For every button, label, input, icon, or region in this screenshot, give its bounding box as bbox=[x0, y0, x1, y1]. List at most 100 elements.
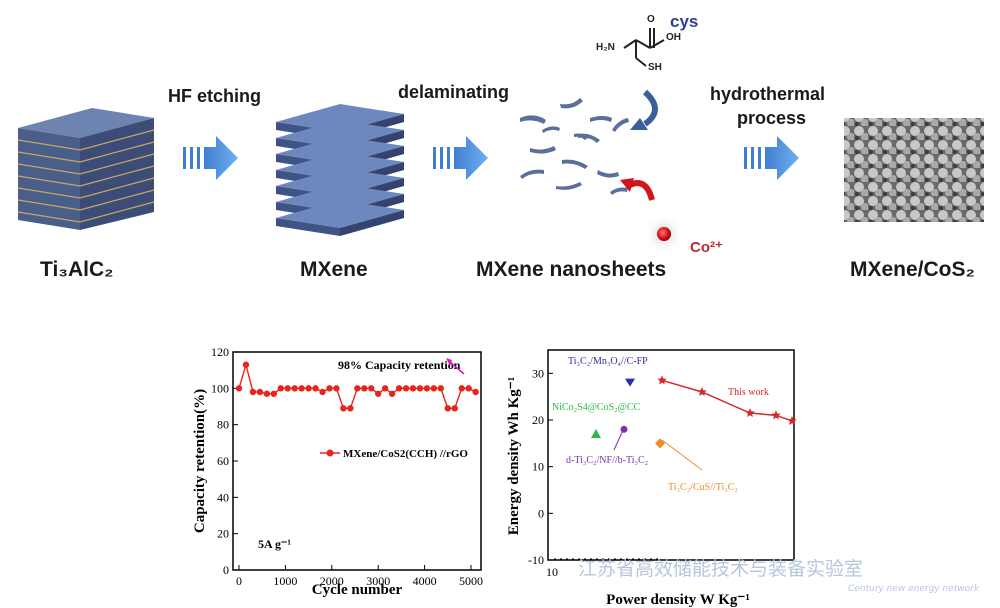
chart1-data-point bbox=[242, 361, 250, 368]
ragone-star-point bbox=[787, 415, 797, 425]
chart1-data-point bbox=[465, 385, 472, 392]
chart1-ylabel: Capacity retention(%) bbox=[192, 389, 208, 533]
ragone-circle-point bbox=[620, 425, 628, 433]
co-arrowhead bbox=[620, 178, 634, 192]
ragone-leader-cus bbox=[661, 439, 703, 471]
cys-arrowhead bbox=[630, 118, 648, 130]
mxene-layers bbox=[276, 104, 404, 236]
arrow-hydrothermal bbox=[744, 136, 799, 180]
chart2-ytick-label: 0 bbox=[538, 506, 544, 520]
step-hydrothermal: hydrothermal bbox=[710, 84, 826, 104]
chart1-data-point bbox=[395, 385, 403, 392]
molecule-nh2: H₂N bbox=[596, 42, 615, 53]
chart1-xtick-label: 4000 bbox=[413, 574, 437, 588]
chart1-data-point bbox=[284, 385, 291, 392]
chart2-ylabel: Energy density Wh Kg⁻¹ bbox=[506, 377, 522, 535]
label-mxene: MXene bbox=[300, 258, 368, 281]
chart1-annotation-arrowhead bbox=[446, 358, 452, 366]
chart1-data-point bbox=[361, 385, 368, 392]
chart1-data-point bbox=[451, 405, 458, 412]
chart1-data-point bbox=[423, 385, 431, 392]
chart1-data-point bbox=[354, 385, 361, 392]
label-nanosheets: MXene nanosheets bbox=[476, 258, 667, 281]
chart2-xtick-label: 10 bbox=[546, 565, 558, 579]
chart1-data-point bbox=[235, 385, 243, 392]
chart1-ytick-label: 100 bbox=[211, 381, 229, 395]
sem-image bbox=[844, 118, 984, 222]
chart1-data-point bbox=[472, 388, 479, 396]
ragone-star-point bbox=[745, 408, 755, 417]
ragone-star-point bbox=[697, 387, 707, 396]
chart1-data-point bbox=[458, 385, 465, 392]
chart1-ytick-label: 60 bbox=[217, 454, 229, 468]
molecule-sh: SH bbox=[648, 62, 662, 73]
chart1-annotation-arrow bbox=[449, 361, 465, 375]
chart1-xtick-label: 3000 bbox=[366, 574, 390, 588]
molecule-oh: OH bbox=[666, 32, 681, 43]
co-ion-ball bbox=[657, 227, 671, 241]
chart1-data-point bbox=[256, 388, 264, 396]
chart1-data-point bbox=[249, 388, 257, 396]
ti3alc2-block bbox=[17, 108, 155, 230]
chart1-annotation-retention: 98% Capacity retention bbox=[338, 358, 461, 372]
ragone-star-point bbox=[657, 375, 667, 385]
chart1-data-point bbox=[388, 390, 396, 397]
chart1-xtick-label: 5000 bbox=[459, 574, 483, 588]
chart1-data-point bbox=[319, 388, 326, 396]
chart2-ytick-label: 20 bbox=[532, 413, 544, 427]
legend-marker bbox=[326, 449, 334, 457]
chart1-ytick-label: 80 bbox=[217, 418, 229, 432]
chart1-data-point bbox=[430, 385, 438, 392]
chart1-data-point bbox=[375, 390, 382, 397]
chart1-ytick-label: 20 bbox=[217, 527, 229, 541]
chart1-data-point bbox=[340, 405, 347, 412]
arrow-delaminating bbox=[433, 136, 488, 180]
ragone-label-cus: Ti₃C₂/CuS//Ti₃C₂ bbox=[668, 482, 738, 493]
chart1-data-point bbox=[291, 385, 298, 392]
chart1-ytick-label: 120 bbox=[211, 345, 229, 359]
cys-curved-arrow bbox=[642, 89, 658, 127]
ragone-triangle-down-point bbox=[625, 378, 635, 387]
step-process: process bbox=[737, 108, 807, 128]
chart1-data-point bbox=[270, 390, 277, 397]
chart1-data-point bbox=[368, 385, 375, 392]
chart2-xlabel: Power density W Kg⁻¹ bbox=[606, 592, 750, 608]
chart2-ytick-label: 30 bbox=[532, 366, 544, 380]
ragone-label-this-work: This work bbox=[728, 387, 769, 398]
chart1-data-point bbox=[347, 405, 354, 412]
step-delaminating: delaminating bbox=[398, 82, 510, 102]
chart2-ytick-label: -10 bbox=[528, 553, 544, 567]
scheme-graphics bbox=[17, 28, 984, 254]
chart1-xtick-label: 2000 bbox=[320, 574, 344, 588]
label-composite: MXene/CoS₂ bbox=[850, 258, 975, 281]
ragone-label-nico2s4: NiCo₂S4@CoS₂@CC bbox=[552, 402, 641, 413]
chart1-ytick-label: 0 bbox=[223, 563, 229, 577]
chart1-data-point bbox=[298, 385, 305, 392]
chart2-frame bbox=[547, 349, 795, 561]
ragone-triangle-up-point bbox=[591, 429, 601, 438]
chart1-data-point bbox=[437, 385, 445, 392]
co-ion-label: Co²⁺ bbox=[690, 239, 723, 256]
chart1-data-point bbox=[263, 390, 271, 397]
molecule-o: O bbox=[647, 14, 655, 25]
watermark-en: Century new energy network bbox=[848, 584, 980, 594]
chart1-xlabel: Cycle number bbox=[312, 582, 403, 598]
chart1-xtick-label: 0 bbox=[236, 574, 242, 588]
chart1-data-point bbox=[326, 385, 333, 392]
chart1-data-point bbox=[381, 385, 389, 392]
ragone-diamond-point bbox=[655, 438, 665, 449]
chart1-annotation-current: 5A g⁻¹ bbox=[258, 537, 291, 551]
nanosheets bbox=[520, 98, 629, 195]
legend-label: MXene/CoS2(CCH) //rGO bbox=[343, 448, 468, 460]
chart1-ytick-label: 40 bbox=[217, 490, 229, 504]
arrow-etching bbox=[183, 136, 238, 180]
chart1-data-point bbox=[444, 405, 451, 412]
chart1-data-point bbox=[333, 385, 340, 392]
chart1-data-point bbox=[277, 385, 284, 392]
ragone-star-point bbox=[771, 410, 781, 420]
chart1-data-point bbox=[305, 385, 312, 392]
ragone-label-d-ti3c2: d-Ti₃C₂/NF//b-Ti₃C₂ bbox=[566, 455, 648, 466]
chart2-ytick-label: 10 bbox=[532, 460, 544, 474]
